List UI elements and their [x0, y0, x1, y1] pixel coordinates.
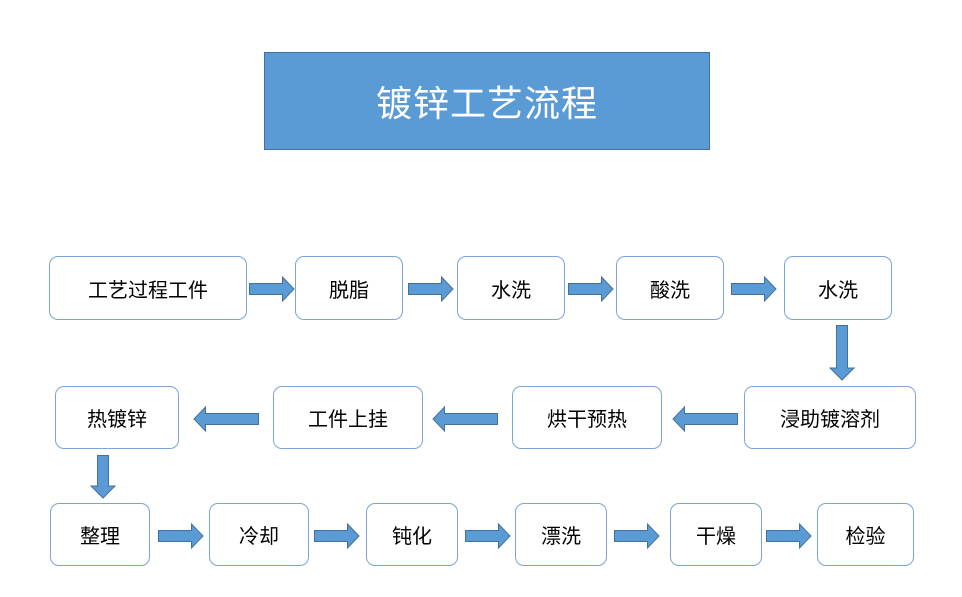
- step-node-7: 烘干预热: [512, 386, 662, 449]
- step-node-8: 工件上挂: [273, 386, 423, 449]
- flow-arrow-left-3: [193, 405, 259, 433]
- flow-arrow-right-5: [158, 522, 204, 550]
- flow-arrow-down-2: [89, 455, 117, 499]
- step-node-12: 钝化: [366, 503, 458, 566]
- flow-arrow-left-1: [672, 405, 738, 433]
- flow-arrow-down-1: [828, 325, 856, 381]
- step-node-11: 冷却: [209, 503, 309, 566]
- flow-arrow-right-4: [731, 275, 777, 303]
- flow-arrow-right-6: [314, 522, 360, 550]
- flowchart-title: 镀锌工艺流程: [264, 52, 710, 150]
- flow-arrow-right-2: [408, 275, 454, 303]
- flow-arrow-right-7: [465, 522, 511, 550]
- step-node-9: 热镀锌: [55, 386, 179, 449]
- step-node-10: 整理: [50, 503, 150, 566]
- step-node-15: 检验: [817, 503, 914, 566]
- step-node-3: 水洗: [457, 256, 565, 320]
- step-node-14: 干燥: [670, 503, 762, 566]
- flow-arrow-left-2: [432, 405, 498, 433]
- flow-arrow-right-1: [249, 275, 295, 303]
- flow-arrow-right-3: [568, 275, 614, 303]
- flow-arrow-right-9: [766, 522, 812, 550]
- step-node-6: 浸助镀溶剂: [744, 386, 916, 449]
- step-node-2: 脱脂: [295, 256, 403, 320]
- step-node-4: 酸洗: [616, 256, 724, 320]
- step-node-5: 水洗: [784, 256, 892, 320]
- step-node-1: 工艺过程工件: [49, 256, 247, 320]
- flow-arrow-right-8: [614, 522, 660, 550]
- step-node-13: 漂洗: [515, 503, 607, 566]
